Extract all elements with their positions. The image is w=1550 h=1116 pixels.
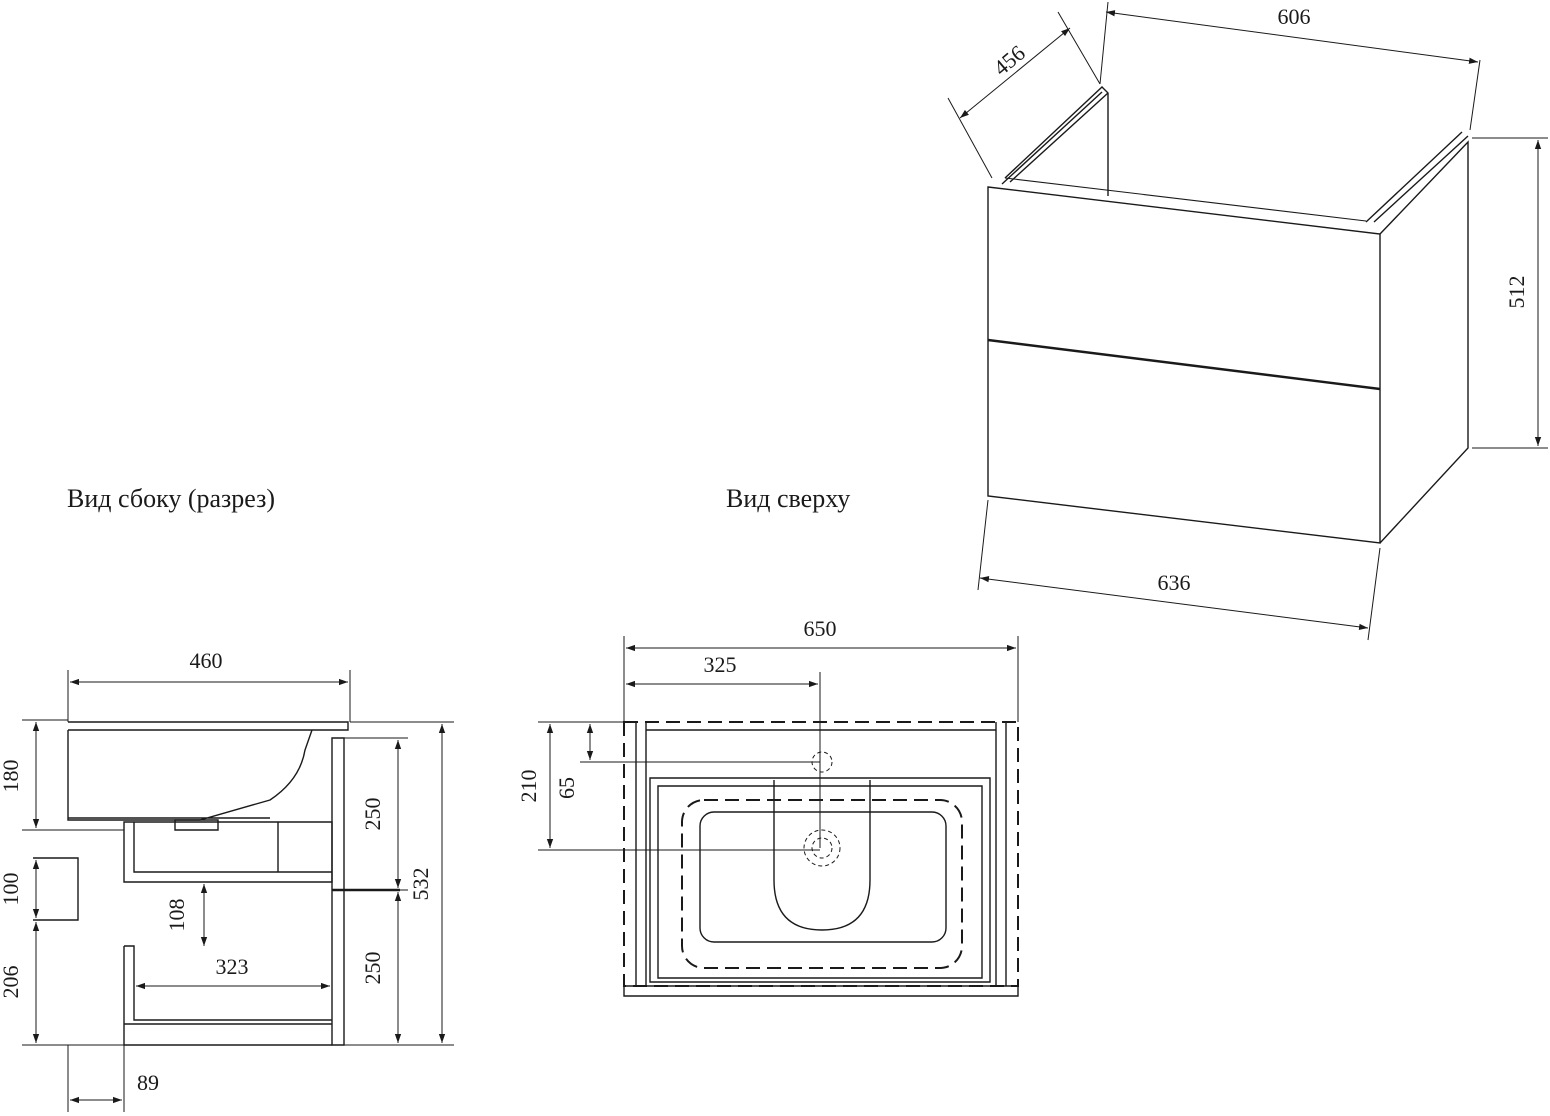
iso-back-top-edge <box>1004 86 1109 196</box>
top-basin-outer <box>649 777 991 983</box>
iso-dim-456-text: 456 <box>989 40 1030 80</box>
side-dim-206-text: 206 <box>0 966 23 999</box>
top-dim-210-text: 210 <box>516 770 541 803</box>
iso-dim-606-text: 606 <box>1278 4 1311 29</box>
side-view-title: Вид сбоку (разрез) <box>67 484 275 513</box>
side-sink <box>67 721 349 821</box>
side-dim-180-ext <box>22 719 124 831</box>
side-view: 460 180 100 206 108 323 250 250 532 <box>0 648 454 1112</box>
iso-rail-right <box>1365 131 1469 223</box>
side-dim-250b-text: 250 <box>360 952 385 985</box>
iso-dim-456-line <box>959 27 1071 119</box>
side-wall-mount <box>33 857 79 921</box>
top-drain-inner <box>811 837 833 859</box>
side-drain <box>174 819 219 831</box>
top-view: 650 325 210 65 <box>516 616 1019 997</box>
top-dim-325-text: 325 <box>704 652 737 677</box>
side-dim-250a-text: 250 <box>360 798 385 831</box>
top-dim-210-ext <box>538 721 820 851</box>
side-dim-108-text: 108 <box>164 899 189 932</box>
top-drain-channel <box>773 780 871 931</box>
top-view-title: Вид сверху <box>726 484 850 513</box>
iso-rail-left <box>1001 91 1109 185</box>
top-dim-650-ext <box>623 636 1019 722</box>
iso-dim-456-ext <box>947 11 1101 179</box>
top-front-edge <box>623 985 1019 997</box>
top-basin-inner <box>699 811 947 943</box>
iso-drawer-split <box>987 338 1381 391</box>
top-dim-65-text: 65 <box>554 777 579 799</box>
iso-dim-636-line <box>979 576 1369 630</box>
top-basin-bowl <box>681 799 963 969</box>
iso-side-panel <box>1379 140 1469 544</box>
side-cabinet-back <box>331 737 345 1046</box>
iso-dim-636-text: 636 <box>1158 570 1191 595</box>
side-dim-250a-ext <box>344 737 408 891</box>
side-dim-89-ext <box>67 1045 125 1112</box>
side-dim-323-text: 323 <box>216 954 249 979</box>
iso-dim-606-line <box>1105 10 1479 64</box>
top-dim-650-text: 650 <box>804 616 837 641</box>
iso-top-back-line <box>1004 177 1367 222</box>
side-dim-180-text: 180 <box>0 760 23 793</box>
top-drain-icon <box>803 829 841 867</box>
side-dim-460-text: 460 <box>190 648 223 673</box>
iso-dim-512-ext <box>1472 137 1548 449</box>
side-dim-100-text: 100 <box>0 873 23 906</box>
isometric-view: 456 606 512 636 <box>947 1 1548 641</box>
iso-dim-512-text: 512 <box>1504 276 1529 309</box>
side-dim-89-text: 89 <box>137 1070 159 1095</box>
iso-dim-636-ext <box>977 499 1381 641</box>
side-dim-460-ext <box>67 670 351 722</box>
side-drawer-upper <box>123 821 333 883</box>
top-cabinet-frame <box>635 722 1007 986</box>
side-dim-532-text: 532 <box>408 868 433 901</box>
